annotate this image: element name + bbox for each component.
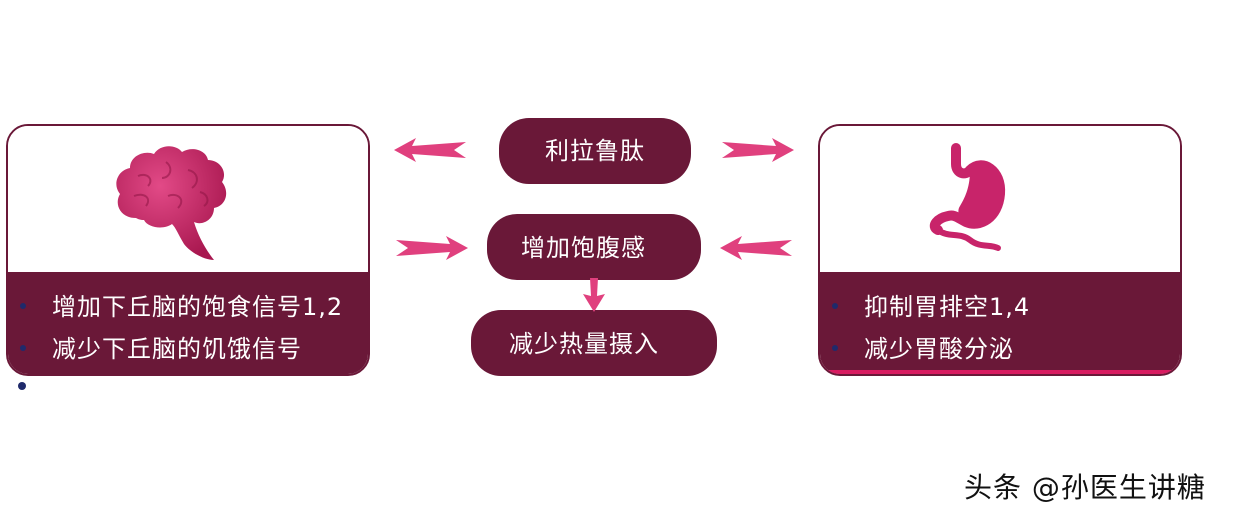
calorie-intake-pill: 减少热量摄入 — [471, 310, 717, 376]
brain-icon — [116, 146, 227, 260]
bullet-dot — [20, 345, 26, 351]
bullet-dot — [20, 303, 26, 309]
stomach-icon — [929, 143, 1006, 251]
brain-effects-list: 增加下丘脑的饱食信号1,2 减少下丘脑的饥饿信号 — [8, 286, 368, 370]
stomach-effects-panel: 抑制胃排空1,4 减少胃酸分泌 — [818, 124, 1182, 376]
arrow-to-brain-icon — [394, 138, 466, 162]
brain-effects-panel: 增加下丘脑的饱食信号1,2 减少下丘脑的饥饿信号 — [6, 124, 370, 376]
arrow-from-stomach-icon — [720, 236, 792, 260]
arrow-down-icon — [583, 278, 605, 312]
arrow-from-brain-icon — [396, 236, 468, 260]
brain-effect-item: 增加下丘脑的饱食信号1,2 — [8, 286, 368, 328]
brain-effect-item: 减少下丘脑的饥饿信号 — [8, 328, 368, 370]
arrow-to-stomach-icon — [722, 138, 794, 162]
stomach-effects-list: 抑制胃排空1,4 减少胃酸分泌 — [820, 286, 1180, 370]
brain-icon-area — [8, 126, 368, 272]
brain-effects-list-area: 增加下丘脑的饱食信号1,2 减少下丘脑的饥饿信号 — [8, 272, 368, 374]
stomach-icon-area — [820, 126, 1180, 272]
overflow-bullet-dot — [18, 382, 26, 390]
bullet-dot — [832, 303, 838, 309]
watermark: 头条 @孙医生讲糖 — [964, 471, 1206, 504]
bullet-dot — [832, 345, 838, 351]
stomach-effects-list-area: 抑制胃排空1,4 减少胃酸分泌 — [820, 272, 1180, 374]
stomach-effect-item: 减少胃酸分泌 — [820, 328, 1180, 370]
satiety-pill: 增加饱腹感 — [487, 214, 701, 280]
liraglutide-pill: 利拉鲁肽 — [499, 118, 691, 184]
stomach-effect-item: 抑制胃排空1,4 — [820, 286, 1180, 328]
